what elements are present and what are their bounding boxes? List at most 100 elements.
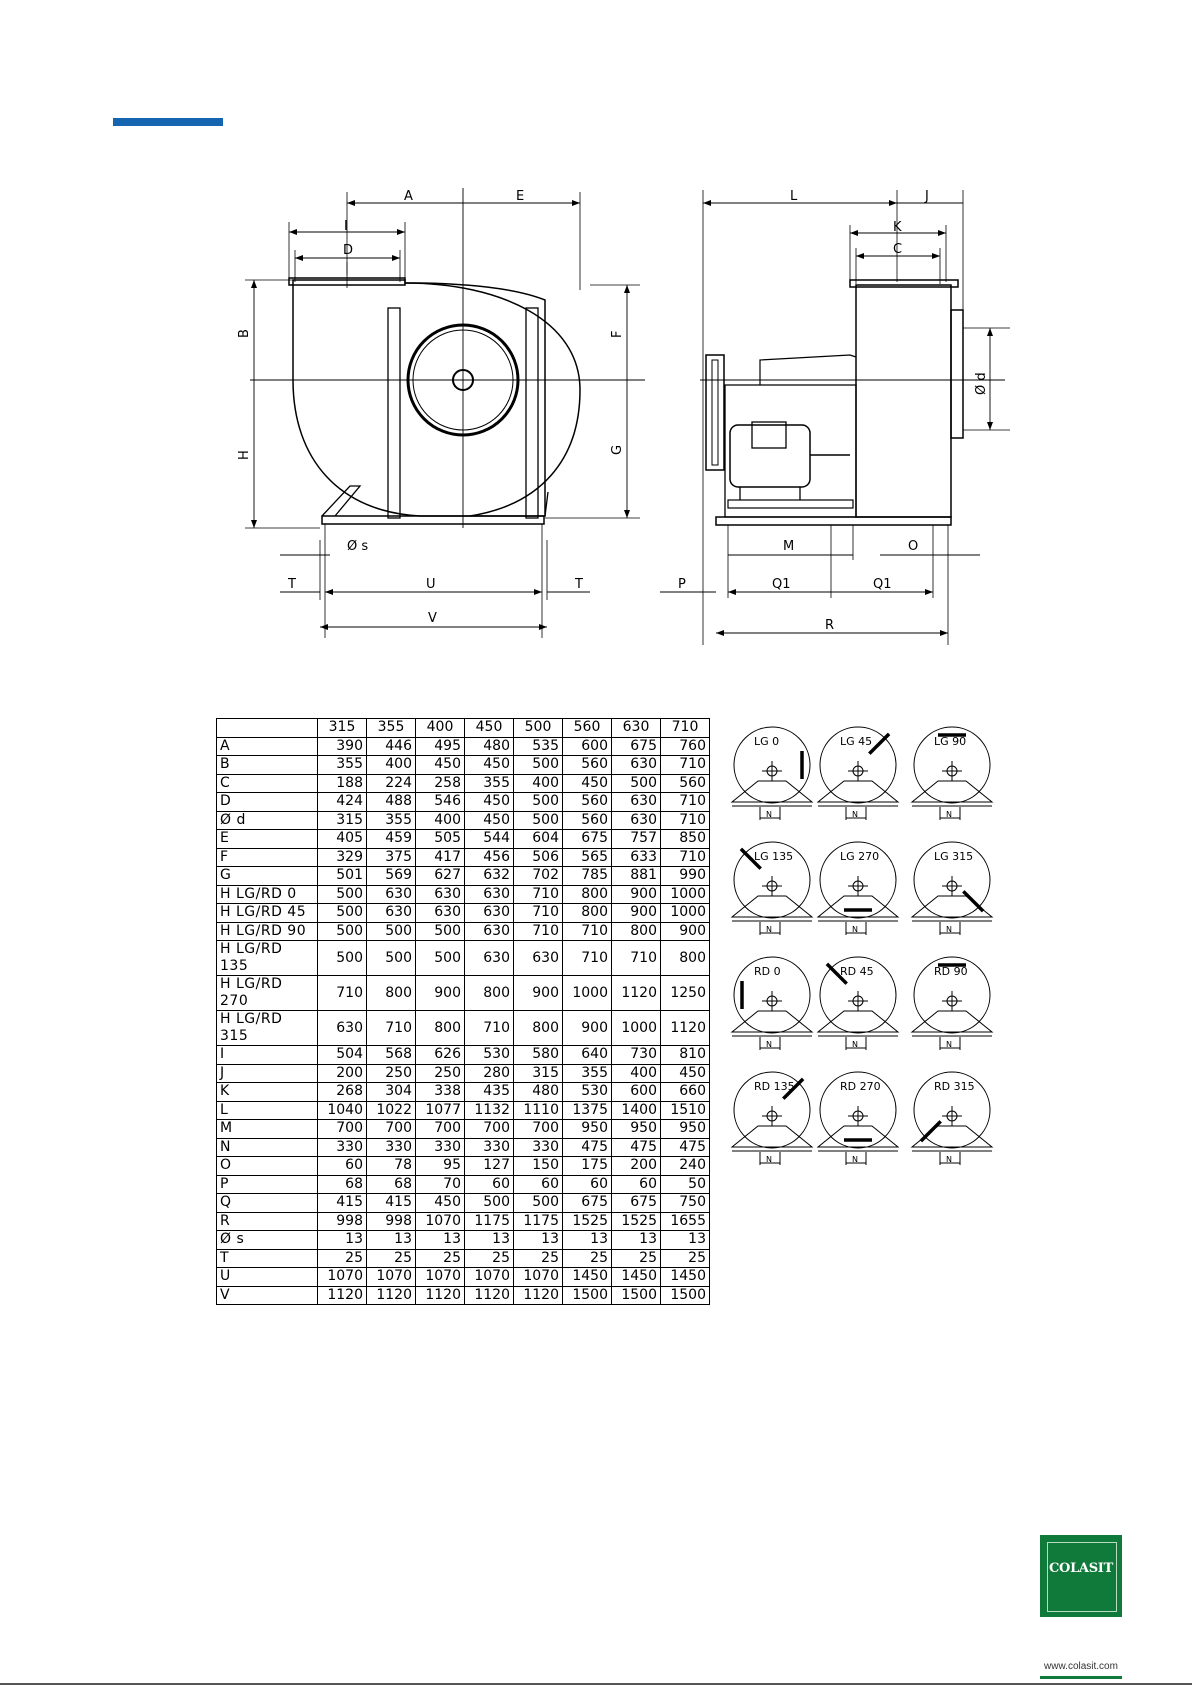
table-cell: 800 <box>611 921 661 941</box>
table-cell: 1070 <box>415 1267 465 1287</box>
table-cell: 1500 <box>660 1285 710 1305</box>
table-cell: 1040 <box>317 1100 367 1120</box>
size-header-450: 450 <box>464 718 514 738</box>
table-cell: 506 <box>513 847 563 867</box>
row-label: Ø s <box>216 1230 318 1250</box>
table-cell: 750 <box>660 1193 710 1213</box>
table-cell: 633 <box>611 847 661 867</box>
row-label: L <box>216 1100 318 1120</box>
table-cell: 546 <box>415 792 465 812</box>
table-cell: 630 <box>464 903 514 923</box>
orientation-lg-135: NLG 135 <box>730 841 814 935</box>
orientation-rd-90: NRD 90 <box>910 956 994 1050</box>
table-cell: 304 <box>366 1082 416 1102</box>
logo-underline <box>1040 1676 1122 1679</box>
table-cell: 626 <box>415 1045 465 1065</box>
pedestal <box>910 1010 994 1033</box>
table-cell: 710 <box>513 921 563 941</box>
pedestal <box>730 895 814 918</box>
table-cell: 785 <box>562 866 612 886</box>
table-cell: 375 <box>366 847 416 867</box>
orientation-label: RD 135 <box>754 1080 795 1093</box>
table-cell: 424 <box>317 792 367 812</box>
dim-label-V: V <box>428 611 437 626</box>
table-cell: 60 <box>464 1174 514 1194</box>
table-cell: 1510 <box>660 1100 710 1120</box>
n-dim-label: N <box>946 925 952 934</box>
table-cell: 1655 <box>660 1211 710 1231</box>
table-cell: 850 <box>660 829 710 849</box>
orientation-label: LG 315 <box>934 850 973 863</box>
table-cell: 417 <box>415 847 465 867</box>
table-cell: 390 <box>317 736 367 756</box>
table-cell: 459 <box>366 829 416 849</box>
dim-label-J: J <box>924 189 929 204</box>
table-cell: 1525 <box>562 1211 612 1231</box>
table-cell: 315 <box>317 810 367 830</box>
side-view <box>660 190 1010 645</box>
orientation-lg-270: NLG 270 <box>816 841 900 935</box>
table-cell: 330 <box>366 1137 416 1157</box>
table-cell: 569 <box>366 866 416 886</box>
table-cell: 25 <box>660 1248 710 1268</box>
table-cell: 500 <box>513 1193 563 1213</box>
housing-outline <box>733 726 811 804</box>
table-cell: 710 <box>366 1010 416 1046</box>
pedestal <box>816 780 900 803</box>
inlet-circle <box>766 880 778 892</box>
table-cell: 568 <box>366 1045 416 1065</box>
table-cell: 630 <box>415 884 465 904</box>
table-cell: 950 <box>660 1119 710 1139</box>
n-dim-label: N <box>766 810 772 819</box>
table-cell: 13 <box>513 1230 563 1250</box>
dim-label-Q1-right: Q1 <box>873 577 892 592</box>
housing-outline <box>913 1071 991 1149</box>
inlet-circle <box>766 1110 778 1122</box>
table-cell: 1400 <box>611 1100 661 1120</box>
table-cell: 475 <box>611 1137 661 1157</box>
table-cell: 630 <box>366 884 416 904</box>
row-label: O <box>216 1156 318 1176</box>
pedestal <box>910 780 994 803</box>
inlet-circle <box>852 1110 864 1122</box>
table-cell: 224 <box>366 773 416 793</box>
table-cell: 630 <box>464 921 514 941</box>
table-cell: 500 <box>415 921 465 941</box>
table-cell: 488 <box>366 792 416 812</box>
row-label: N <box>216 1137 318 1157</box>
website-url: www.colasit.com <box>1044 1661 1118 1672</box>
table-cell: 400 <box>513 773 563 793</box>
dim-label-D: D <box>343 243 353 258</box>
table-cell: 630 <box>513 940 563 976</box>
table-cell: 500 <box>415 940 465 976</box>
table-cell: 95 <box>415 1156 465 1176</box>
table-cell: 630 <box>366 903 416 923</box>
n-dim-label: N <box>766 1040 772 1049</box>
dim-label-F: F <box>610 331 625 338</box>
table-cell: 710 <box>562 921 612 941</box>
orientation-lg-45: NLG 45 <box>816 726 900 820</box>
orientation-rd-0: NRD 0 <box>730 956 814 1050</box>
table-cell: 1450 <box>562 1267 612 1287</box>
table-cell: 1000 <box>660 903 710 923</box>
table-cell: 800 <box>415 1010 465 1046</box>
row-label: A <box>216 736 318 756</box>
pedestal <box>816 1010 900 1033</box>
row-label: M <box>216 1119 318 1139</box>
table-cell: 127 <box>464 1156 514 1176</box>
table-cell: 800 <box>660 940 710 976</box>
size-header-315: 315 <box>317 718 367 738</box>
table-cell: 630 <box>464 884 514 904</box>
